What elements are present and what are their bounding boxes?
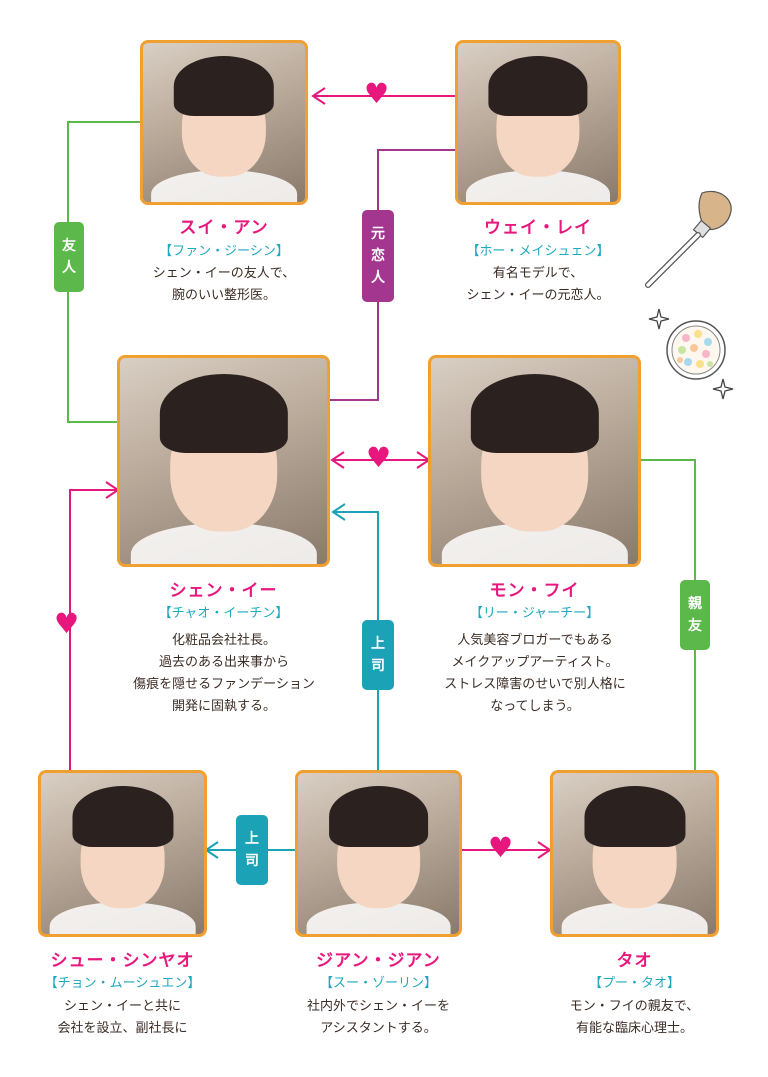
relation-tag-friend: 友 人 bbox=[54, 222, 84, 292]
makeup-brush-icon bbox=[645, 190, 732, 288]
portrait-xu-xinyao bbox=[38, 770, 207, 937]
character-name: モン・フイ bbox=[489, 581, 580, 601]
character-name: タオ bbox=[616, 951, 653, 971]
heart-icon: ♥ bbox=[488, 831, 514, 864]
sparkle-icon bbox=[648, 308, 670, 330]
actor-name: 【リー・ジャーチー】 bbox=[469, 606, 600, 621]
portrait-jiang-jiang bbox=[295, 770, 462, 937]
actor-name: 【ホー・メイシュェン】 bbox=[466, 244, 610, 259]
character-description: シェン・イーと共に 会社を設立、副社長に bbox=[57, 999, 188, 1036]
heart-icon: ♥ bbox=[54, 607, 80, 640]
character-name: シュー・シンヤオ bbox=[50, 951, 195, 971]
powder-compact-icon bbox=[666, 320, 726, 380]
relation-tag-boss: 上 司 bbox=[362, 620, 394, 690]
heart-icon: ♥ bbox=[366, 441, 392, 474]
character-description: シェン・イーの友人で、 腕のいい整形医。 bbox=[152, 266, 296, 303]
relation-tag-best-friend: 親 友 bbox=[680, 580, 710, 650]
sparkle-icon bbox=[712, 378, 734, 400]
character-name: スイ・アン bbox=[179, 218, 269, 238]
heart-icon: ♥ bbox=[364, 77, 390, 110]
portrait-sui-an bbox=[140, 40, 308, 205]
portrait-meng-fei bbox=[428, 355, 641, 567]
actor-name: 【スー・ゾーリン】 bbox=[319, 976, 437, 991]
portrait-tao bbox=[550, 770, 719, 937]
character-description: 社内外でシェン・イーを アシスタントする。 bbox=[306, 999, 450, 1036]
character-description: 化粧品会社社長。 過去のある出来事から 傷痕を隠せるファンデーション 開発に固執… bbox=[133, 633, 315, 714]
character-description: 有名モデルで、 シェン・イーの元恋人。 bbox=[466, 266, 610, 303]
character-name: シェン・イー bbox=[169, 581, 278, 601]
portrait-shen-yi bbox=[117, 355, 330, 567]
actor-name: 【プー・タオ】 bbox=[588, 976, 680, 991]
character-name: ウェイ・レイ bbox=[484, 218, 592, 238]
character-name: ジアン・ジアン bbox=[316, 951, 441, 971]
actor-name: 【チョン・ムーシュエン】 bbox=[44, 976, 201, 991]
actor-name: 【チャオ・イーチン】 bbox=[158, 606, 289, 621]
relation-tag-boss: 上 司 bbox=[236, 815, 268, 885]
character-description: 人気美容ブロガーでもある メイクアップアーティスト。 ストレス障害のせいで別人格… bbox=[444, 633, 626, 714]
character-description: モン・フイの親友で、 有能な臨床心理士。 bbox=[569, 999, 700, 1036]
relation-tag-ex-lover: 元 恋 人 bbox=[362, 210, 394, 302]
actor-name: 【ファン・ジーシン】 bbox=[159, 244, 289, 259]
portrait-wei-lei bbox=[455, 40, 621, 205]
